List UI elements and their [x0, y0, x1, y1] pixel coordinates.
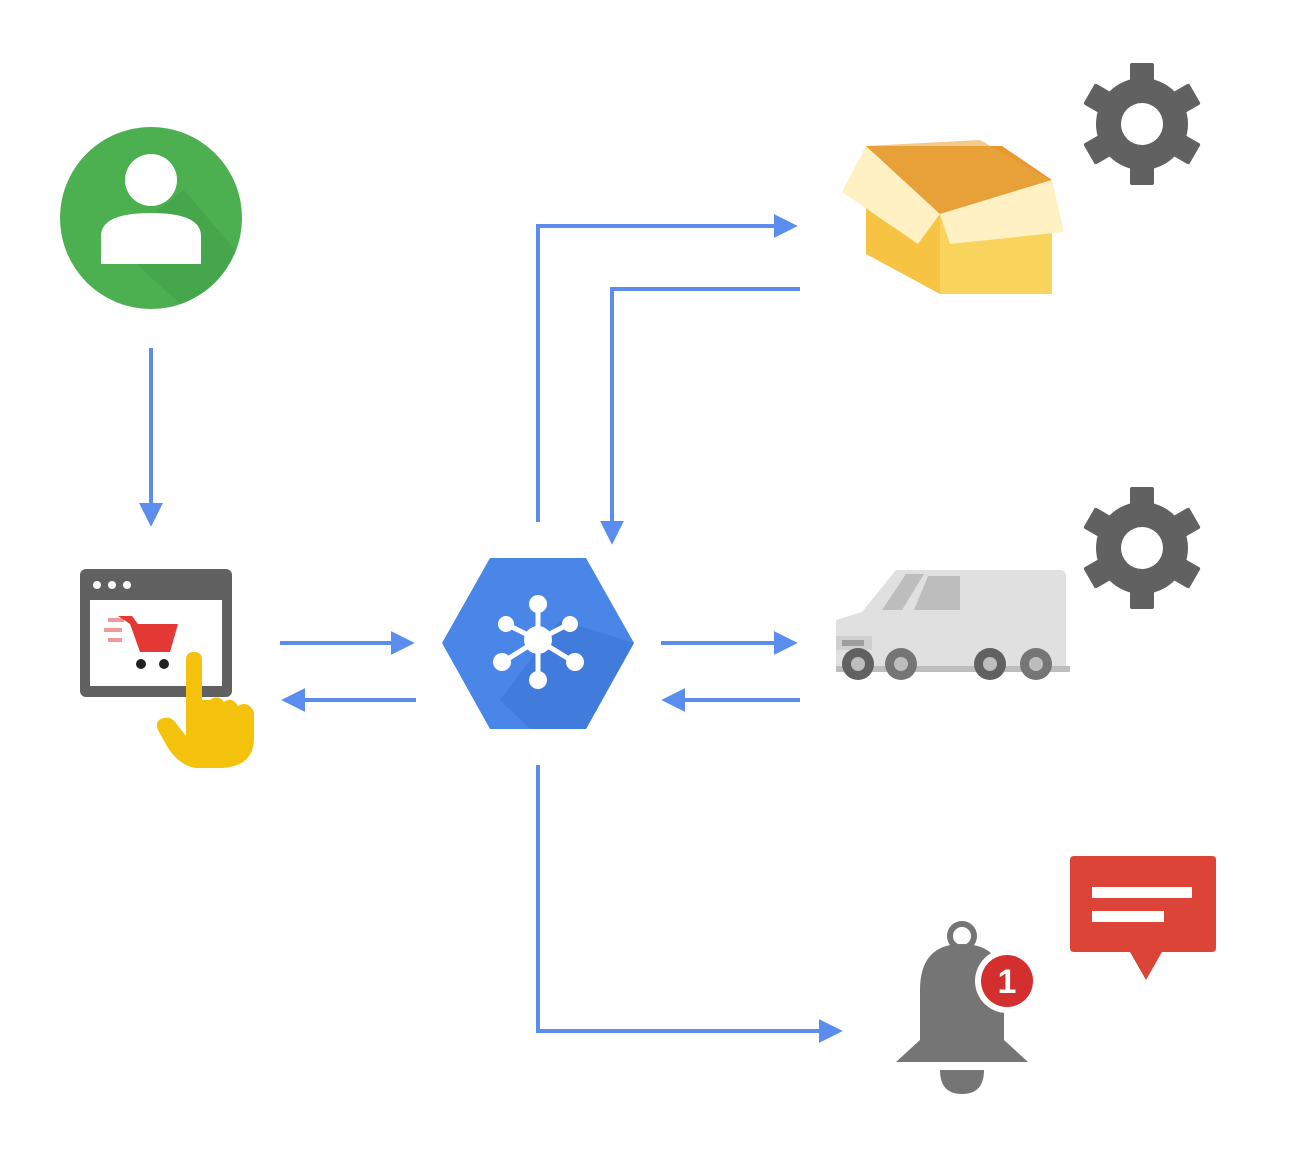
delivery-van-icon	[836, 570, 1070, 680]
shopping-cart-icon	[104, 616, 178, 669]
arrow-inventory-to-hub	[600, 287, 800, 545]
notification-badge-count: 1	[998, 963, 1017, 1001]
arrow-hub-to-inventory	[536, 214, 798, 522]
online-shopping-icon	[80, 569, 254, 768]
open-box-icon	[842, 140, 1064, 294]
pubsub-hub-icon	[442, 558, 634, 729]
notification-badge: 1	[975, 949, 1039, 1013]
arrows	[139, 214, 843, 1043]
pointing-hand-icon	[156, 652, 254, 768]
inventory-service-gear-icon	[1083, 63, 1201, 185]
delivery-service-gear-icon	[1083, 487, 1201, 609]
user-account-icon	[60, 127, 242, 309]
arrow-hub-to-notification	[536, 765, 843, 1043]
chat-message-icon	[1070, 856, 1216, 980]
bell-icon: 1	[896, 921, 1039, 1094]
